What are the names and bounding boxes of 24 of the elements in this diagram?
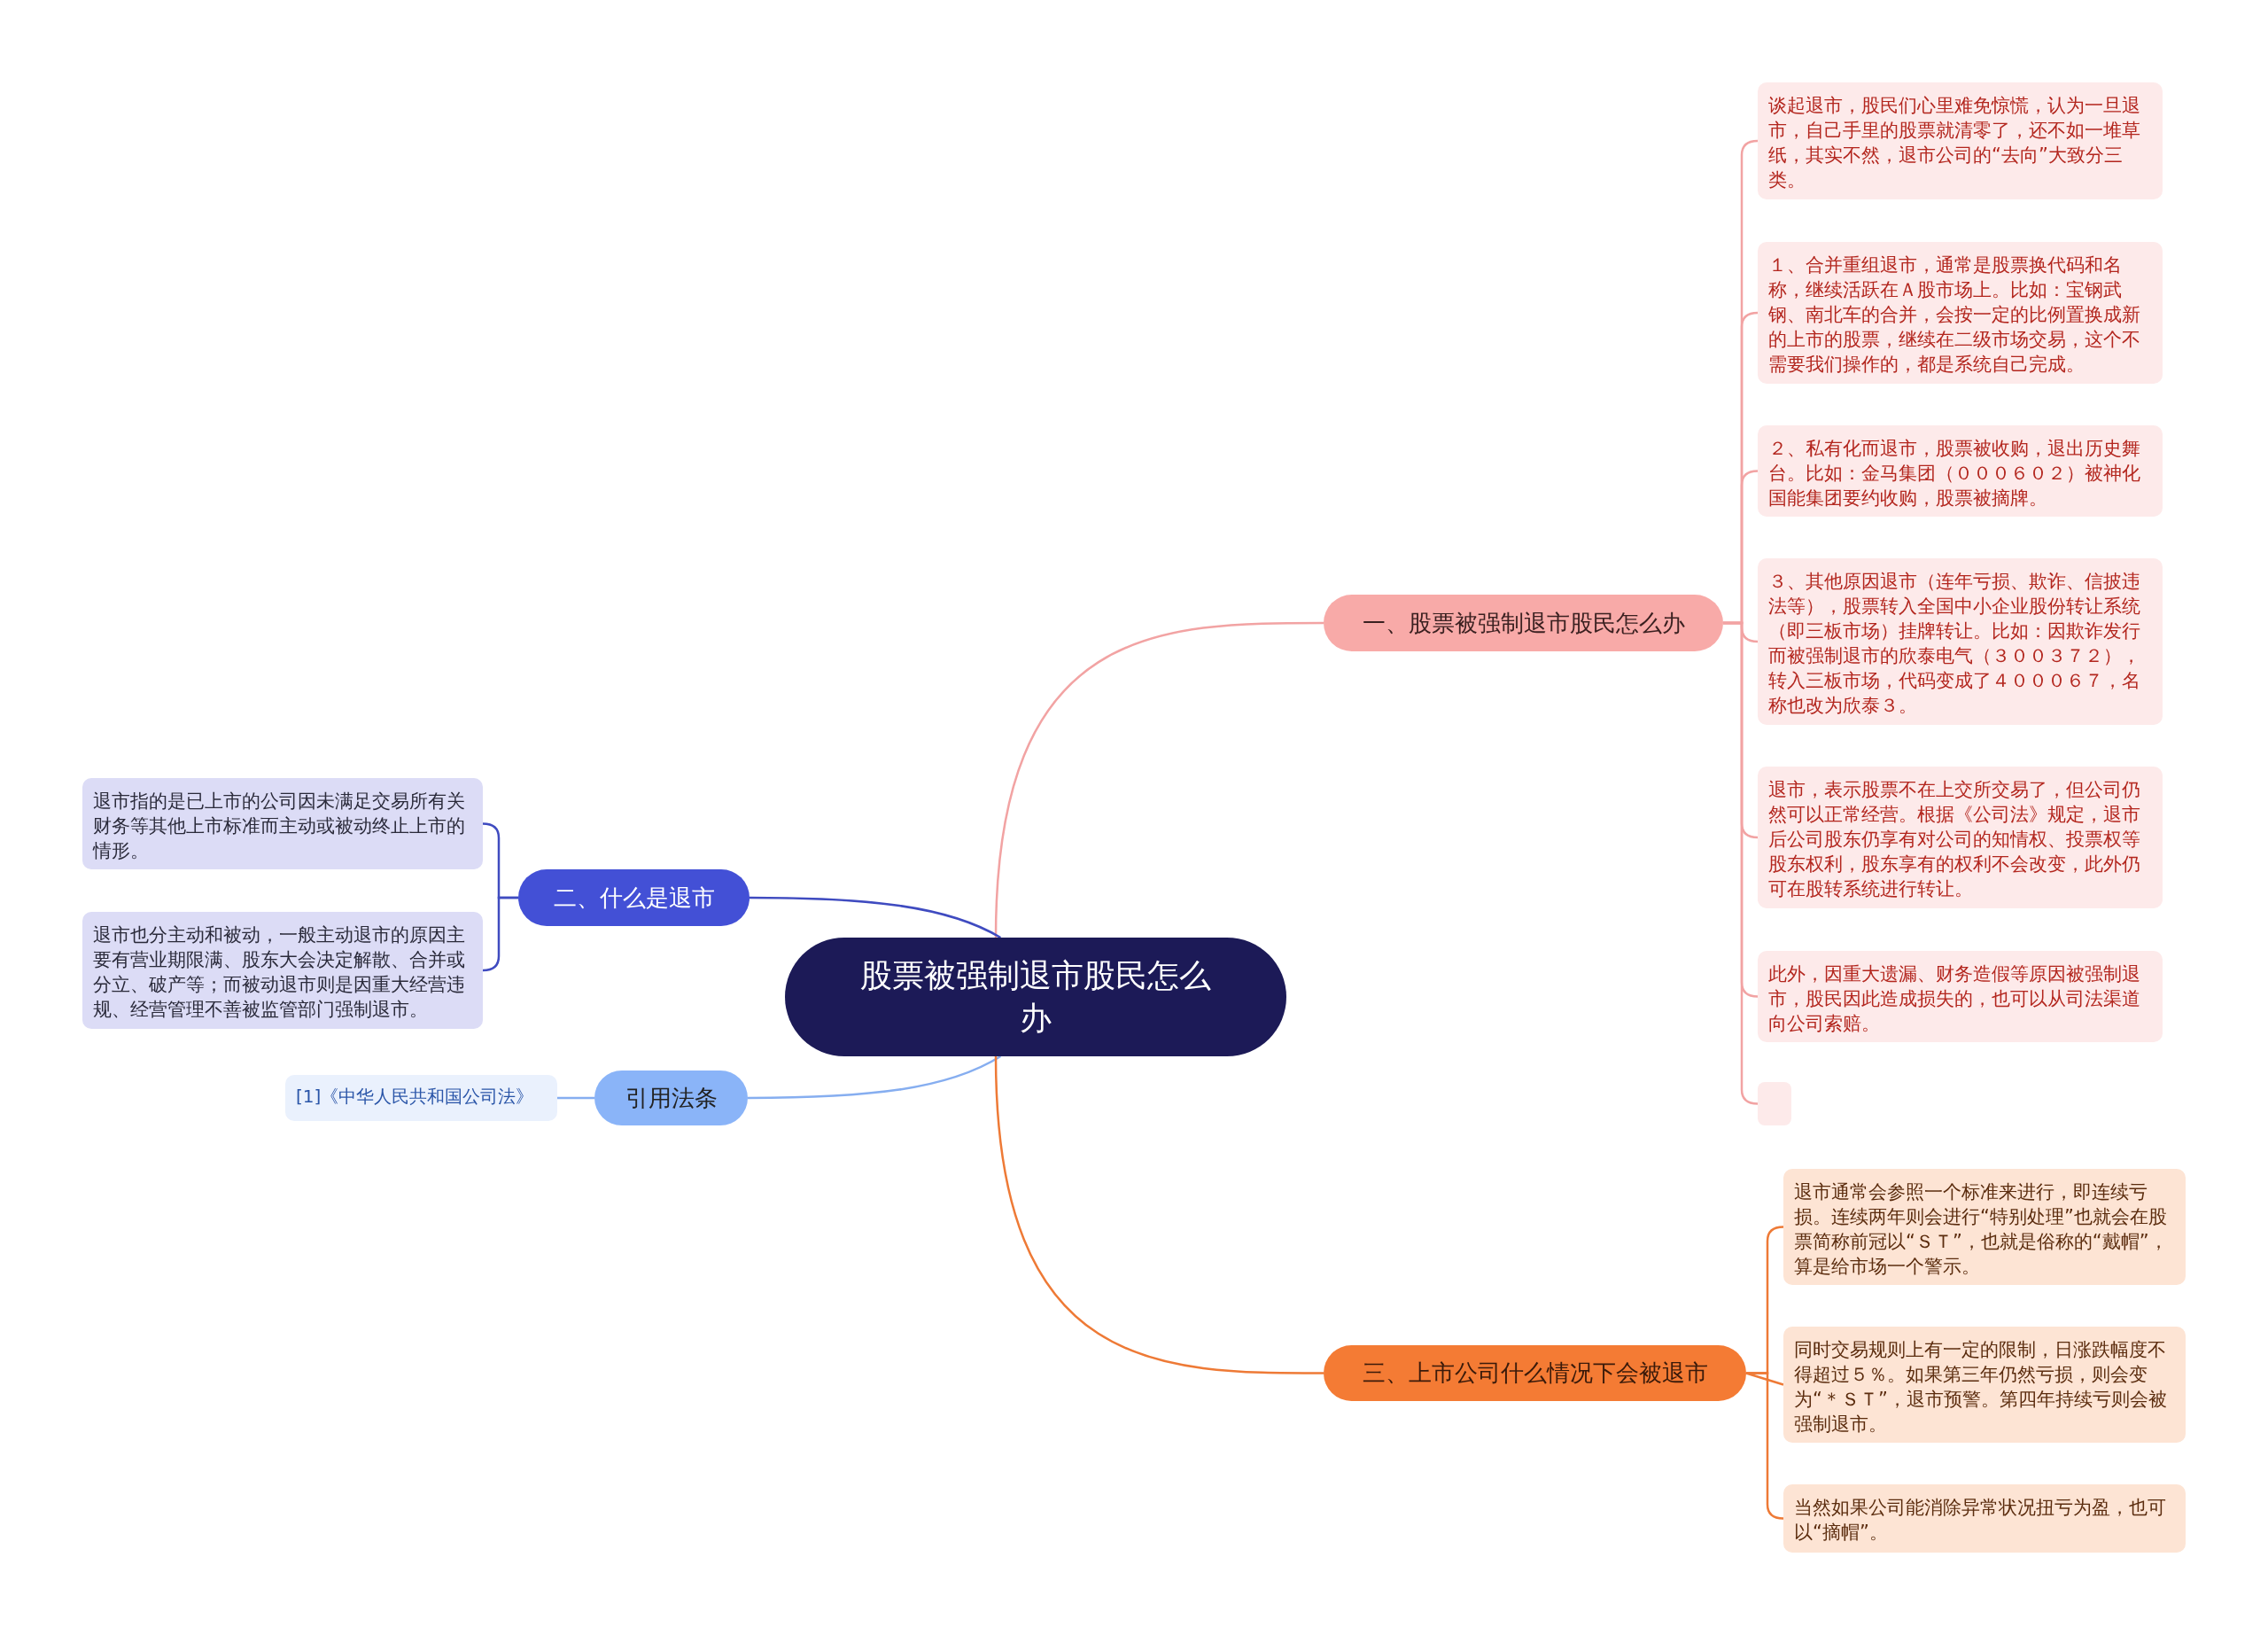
central-topic: 股票被强制退市股民怎么办 xyxy=(785,938,1286,1056)
topic-pill: 引用法条 xyxy=(594,1071,748,1125)
connector-line xyxy=(994,1055,1324,1374)
connector-line xyxy=(557,1096,594,1100)
connector-line xyxy=(748,1055,1001,1100)
empty-box xyxy=(1758,1082,1791,1125)
topic-pill: 二、什么是退市 xyxy=(518,869,750,926)
connector-line xyxy=(750,896,1001,939)
connector-line xyxy=(994,621,1324,938)
note-box: 此外，因重大遗漏、财务造假等原因被强制退市，股民因此造成损失的，也可以从司法渠道向公司索赔。 xyxy=(1758,951,2163,1042)
note-box: 当然如果公司能消除异常状况扭亏为盈，也可以“摘帽”。 xyxy=(1783,1484,2186,1553)
citation-box: [1]《中华人民共和国公司法》 xyxy=(285,1075,557,1121)
note-box: 退市，表示股票不在上交所交易了，但公司仍然可以正常经营。根据《公司法》规定，退市后公司股东仍享有对公司的知情权、投票权等股东权利，股东享有的权利不会改变，此外仍可在股转系统进行转让。 xyxy=(1758,767,2163,908)
note-box: ３、其他原因退市（连年亏损、欺诈、信披违法等），股票转入全国中小企业股份转让系统（即三板市场）挂牌转让。比如：因欺诈发行而被强制退市的欣泰电气（３００３７２），转入三板市场，代码变成了４０００６７，名称也改为欣泰３。 xyxy=(1758,558,2163,725)
note-box: 退市通常会参照一个标准来进行，即连续亏损。连续两年则会进行“特别处理”也就会在股票简称前冠以“ＳＴ”，也就是俗称的“戴帽”，算是给市场一个警示。 xyxy=(1783,1169,2186,1285)
note-box: １、合并重组退市，通常是股票换代码和名称，继续活跃在Ａ股市场上。比如：宝钢武钢、南北车的合并，会按一定的比例置换成新的上市的股票，继续在二级市场交易，这个不需要我们操作的，都是系统自己完成。 xyxy=(1758,242,2163,384)
note-box: 谈起退市，股民们心里难免惊慌，认为一旦退市，自己手里的股票就清零了，还不如一堆草纸，其实不然，退市公司的“去向”大致分三类。 xyxy=(1758,82,2163,199)
note-box: 退市指的是已上市的公司因未满足交易所有关财务等其他上市标准而主动或被动终止上市的情形。 xyxy=(82,778,483,869)
note-box: 退市也分主动和被动，一般主动退市的原因主要有营业期限满、股东大会决定解散、合并或分立、破产等；而被动退市则是因重大经营违规、经营管理不善被监管部门强制退市。 xyxy=(82,912,483,1029)
note-box: ２、私有化而退市，股票被收购，退出历史舞台。比如：金马集团（０００６０２）被神化国能集团要约收购，股票被摘牌。 xyxy=(1758,425,2163,517)
topic-pill: 一、股票被强制退市股民怎么办 xyxy=(1324,595,1723,651)
connector-line xyxy=(1745,1372,1784,1386)
topic-pill: 三、上市公司什么情况下会被退市 xyxy=(1324,1345,1746,1401)
note-box: 同时交易规则上有一定的限制，日涨跌幅度不得超过５％。如果第三年仍然亏损，则会变为“＊ＳＴ”，退市预警。第四年持续亏则会被强制退市。 xyxy=(1783,1327,2186,1443)
